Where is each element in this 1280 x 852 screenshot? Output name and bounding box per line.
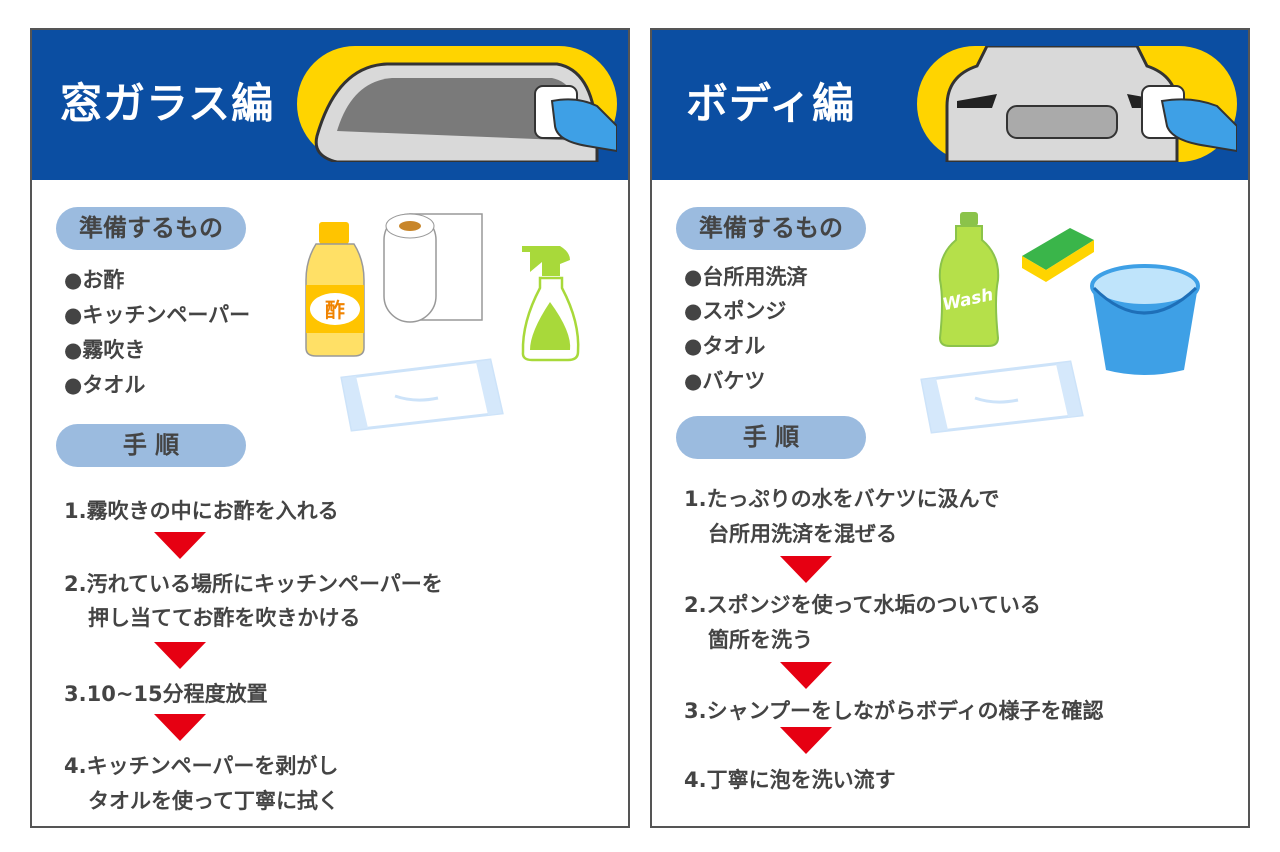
down-arrow-icon (154, 532, 206, 559)
panel-header: ボディ編 (652, 30, 1248, 180)
prep-item: ●霧吹き (64, 338, 146, 362)
prep-item: ●キッチンペーパー (64, 303, 251, 327)
prep-item: ●スポンジ (684, 299, 787, 323)
prep-heading: 準備するもの (56, 207, 246, 250)
down-arrow-icon (780, 662, 832, 689)
step-2: 2.スポンジを使って水垢のついている (684, 593, 1041, 617)
steps-heading: 手 順 (56, 424, 246, 467)
svg-text:酢: 酢 (325, 298, 345, 322)
step-1: 1.霧吹きの中にお酢を入れる (64, 499, 339, 523)
down-arrow-icon (154, 714, 206, 741)
prep-heading: 準備するもの (676, 207, 866, 250)
down-arrow-icon (780, 556, 832, 583)
prep-item: ●お酢 (64, 268, 125, 292)
step-3: 3.シャンプーをしながらボディの様子を確認 (684, 699, 1104, 723)
step-4-cont: タオルを使って丁寧に拭く (88, 789, 339, 813)
sponge-icon (1022, 228, 1094, 282)
step-2-cont: 箇所を洗う (708, 628, 813, 652)
window-glass-panel: 窓ガラス編 準備するもの ●お酢 ●キッチンペーパー ●霧吹き ●タオル 酢 手… (30, 28, 630, 828)
step-3: 3.10~15分程度放置 (64, 682, 268, 706)
dish-detergent-icon: Wash (938, 212, 1000, 347)
prep-item: ●タオル (64, 373, 146, 397)
towel-icon (920, 360, 1084, 434)
step-2: 2.汚れている場所にキッチンペーパーを (64, 572, 443, 596)
step-2-cont: 押し当ててお酢を吹きかける (88, 606, 361, 630)
step-1-cont: 台所用洗済を混ぜる (708, 522, 897, 546)
body-panel: ボディ編 準備するもの ●台所用洗済 ●スポンジ ●タオル ●バケツ Wash … (650, 28, 1250, 828)
towel-icon (340, 358, 504, 432)
spray-bottle-icon (521, 246, 580, 362)
bucket-icon (1090, 264, 1200, 375)
vinegar-bottle-icon: 酢 (305, 222, 365, 357)
prep-item: ●台所用洗済 (684, 265, 808, 289)
down-arrow-icon (154, 642, 206, 669)
panel-title: ボディ編 (686, 79, 856, 128)
paper-towel-icon (383, 213, 483, 323)
panel-header: 窓ガラス編 (32, 30, 628, 180)
steps-heading: 手 順 (676, 416, 866, 459)
windshield-wiping-illustration (297, 46, 617, 162)
prep-item: ●バケツ (684, 369, 766, 393)
step-1: 1.たっぷりの水をバケツに汲んで (684, 487, 1000, 511)
step-4: 4.丁寧に泡を洗い流す (684, 768, 896, 792)
step-4: 4.キッチンペーパーを剥がし (64, 754, 339, 778)
prep-item: ●タオル (684, 334, 766, 358)
panel-title: 窓ガラス編 (60, 79, 275, 128)
down-arrow-icon (780, 727, 832, 754)
car-body-wiping-illustration (917, 46, 1237, 162)
